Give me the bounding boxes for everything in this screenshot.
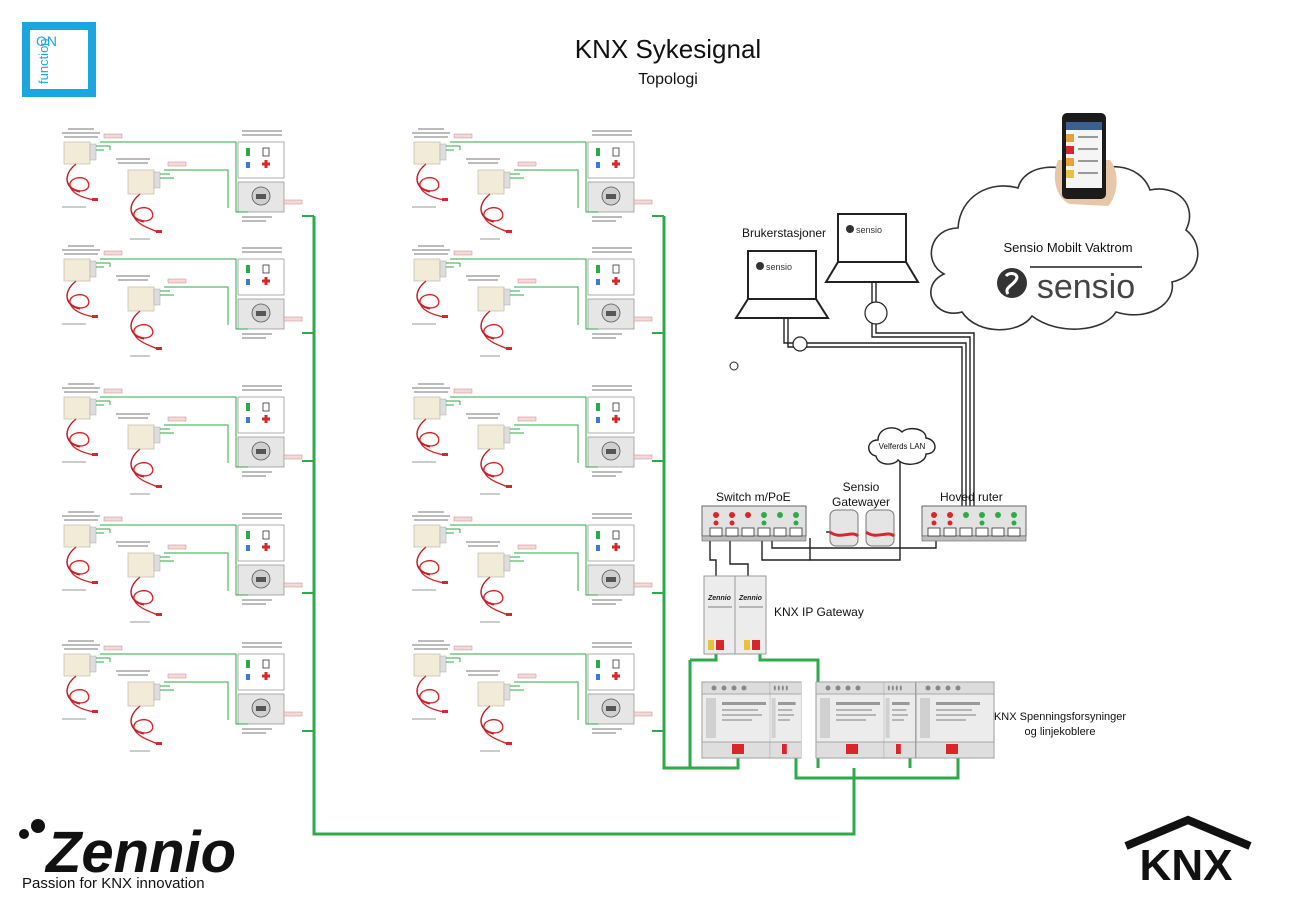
ip-gateway-brand-2: Zennio [738, 595, 763, 602]
room-group-left-3 [60, 381, 304, 497]
room-group-left-1 [60, 126, 304, 242]
knx-line-coupler-1 [769, 681, 802, 759]
gateways-label-line1: Sensio [843, 480, 880, 494]
zennio-logo-text: Zennio [44, 820, 236, 885]
room-group-mid-3 [410, 381, 654, 497]
room-group-mid-5 [410, 638, 654, 754]
workstation-laptop-2: sensio [824, 213, 920, 283]
router-label: Hoved ruter [940, 490, 1003, 504]
knx-bus-lines [302, 215, 960, 836]
logo-on-text: ON [36, 33, 57, 49]
cloud-label: Sensio Mobilt Vaktrom [1003, 240, 1132, 255]
knx-logo-text: KNX [1140, 841, 1233, 890]
switch-label: Switch m/PoE [716, 490, 791, 504]
velferds-lan-label: Velferds LAN [879, 442, 926, 451]
sensio-gateway-1 [829, 509, 860, 547]
knx-line-coupler-2 [883, 681, 916, 759]
cable-coil [864, 301, 888, 325]
workstation-laptop-1: sensio [734, 250, 830, 319]
page-title: KNX Sykesignal [575, 34, 761, 64]
laptop-2-brand: sensio [856, 225, 882, 235]
gateways-label-line2: Gatewayer [832, 495, 890, 509]
psu-label-line2: og linjekoblere [1025, 726, 1096, 738]
smartphone-icon [1054, 113, 1117, 206]
logo-function-text: function [36, 38, 51, 84]
sensio-gateway-2 [865, 509, 896, 547]
knx-logo: KNX [1124, 815, 1252, 890]
room-group-left-4 [60, 509, 304, 625]
main-router [921, 505, 1027, 542]
knx-ip-gateway: Zennio Zennio [703, 575, 767, 655]
psu-label-line1: KNX Spenningsforsyninger [994, 711, 1126, 723]
ip-gateway-label: KNX IP Gateway [774, 605, 864, 619]
workstations-label: Brukerstasjoner [742, 226, 826, 240]
zennio-tagline: Passion for KNX innovation [22, 875, 205, 892]
laptop-1-brand: sensio [766, 262, 792, 272]
knx-power-supply-1 [701, 681, 781, 759]
function-on-logo: function ON [22, 22, 96, 97]
cable-coil [792, 336, 808, 352]
knx-power-supply-3 [915, 681, 995, 759]
zennio-logo: Zennio Passion for KNX innovation [19, 819, 236, 892]
cable-coil [729, 361, 739, 371]
room-group-left-2 [60, 243, 304, 359]
knx-power-supply-2 [815, 681, 895, 759]
room-group-left-5 [60, 638, 304, 754]
sensio-cloud: Sensio Mobilt Vaktrom sensio [930, 166, 1199, 331]
room-group-mid-4 [410, 509, 654, 625]
room-group-mid-2 [410, 243, 654, 359]
poe-switch [701, 505, 807, 542]
sensio-logo: sensio [997, 266, 1142, 306]
room-group-mid-1 [410, 126, 654, 242]
velferds-lan-cloud: Velferds LAN [868, 427, 936, 465]
page-subtitle: Topologi [638, 71, 698, 88]
ip-gateway-brand-1: Zennio [707, 595, 732, 602]
sensio-logo-text: sensio [1037, 268, 1135, 306]
